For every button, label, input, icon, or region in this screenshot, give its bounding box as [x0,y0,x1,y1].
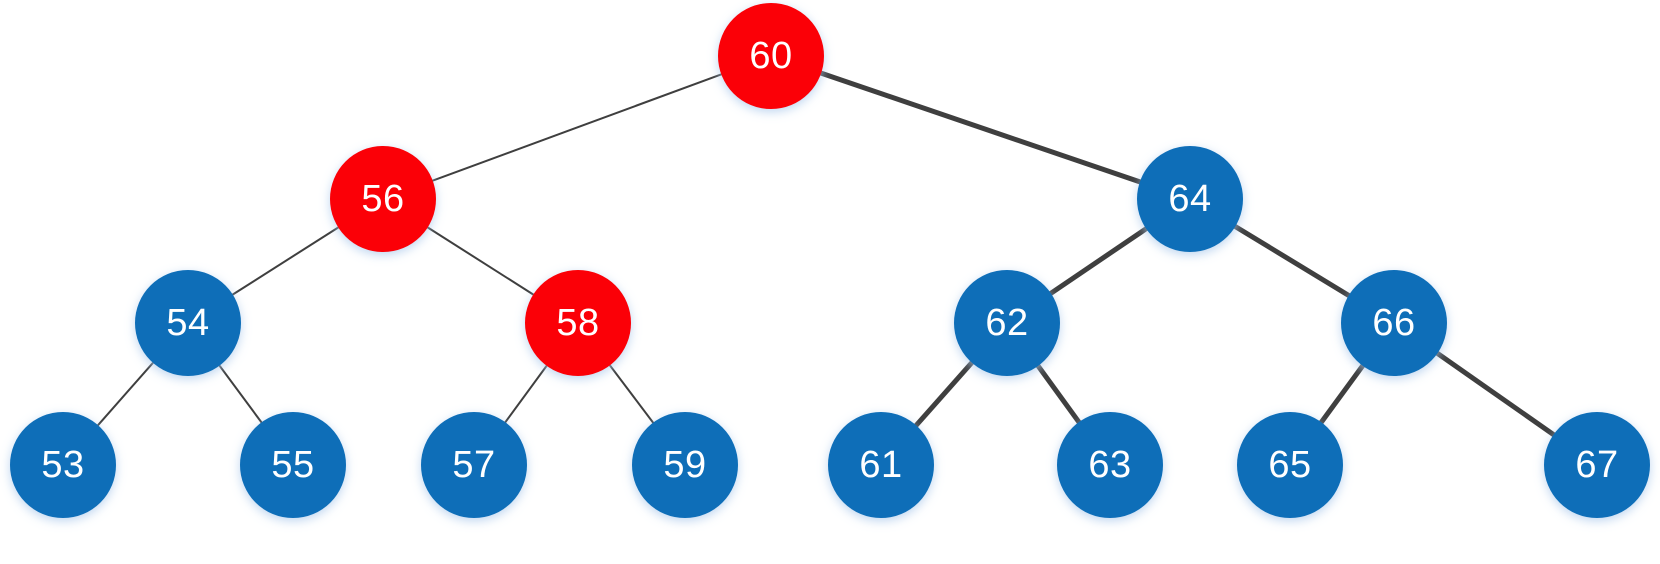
tree-node-60[interactable]: 60 [718,3,824,109]
tree-edge-64-62 [1047,225,1150,297]
tree-node-58[interactable]: 58 [525,270,631,376]
tree-edge-58-59 [607,363,656,425]
tree-edge-56-54 [230,225,341,297]
tree-node-label: 63 [1088,444,1132,486]
tree-node-54[interactable]: 54 [135,270,241,376]
tree-node-label: 56 [361,178,405,220]
tree-node-label: 65 [1268,444,1312,486]
tree-node-label: 66 [1372,302,1416,344]
tree-edge-62-61 [912,359,976,429]
tree-edge-56-58 [425,225,536,297]
tree-edge-60-64 [818,70,1143,185]
tree-edge-66-65 [1318,362,1366,426]
tree-edge-60-56 [430,72,724,183]
tree-edge-64-66 [1232,223,1352,299]
tree-node-55[interactable]: 55 [240,412,346,518]
tree-node-label: 59 [663,444,707,486]
tree-node-66[interactable]: 66 [1341,270,1447,376]
tree-node-65[interactable]: 65 [1237,412,1343,518]
tree-node-62[interactable]: 62 [954,270,1060,376]
tree-node-label: 53 [41,444,85,486]
tree-node-57[interactable]: 57 [421,412,527,518]
tree-node-56[interactable]: 56 [330,146,436,252]
tree-edge-54-53 [95,360,156,428]
tree-edge-62-63 [1034,362,1083,426]
tree-node-64[interactable]: 64 [1137,146,1243,252]
tree-node-label: 55 [271,444,315,486]
tree-node-59[interactable]: 59 [632,412,738,518]
tree-node-53[interactable]: 53 [10,412,116,518]
tree-edge-66-67 [1434,350,1557,438]
tree-node-67[interactable]: 67 [1544,412,1650,518]
tree-node-label: 60 [749,35,793,77]
tree-edge-54-55 [217,363,264,425]
tree-node-label: 62 [985,302,1029,344]
tree-node-label: 64 [1168,178,1212,220]
tree-node-label: 67 [1575,444,1619,486]
tree-node-61[interactable]: 61 [828,412,934,518]
tree-node-label: 61 [859,444,903,486]
tree-node-label: 57 [452,444,496,486]
tree-node-label: 58 [556,302,600,344]
tree-edge-58-57 [503,363,549,425]
tree-node-63[interactable]: 63 [1057,412,1163,518]
tree-node-label: 54 [166,302,210,344]
